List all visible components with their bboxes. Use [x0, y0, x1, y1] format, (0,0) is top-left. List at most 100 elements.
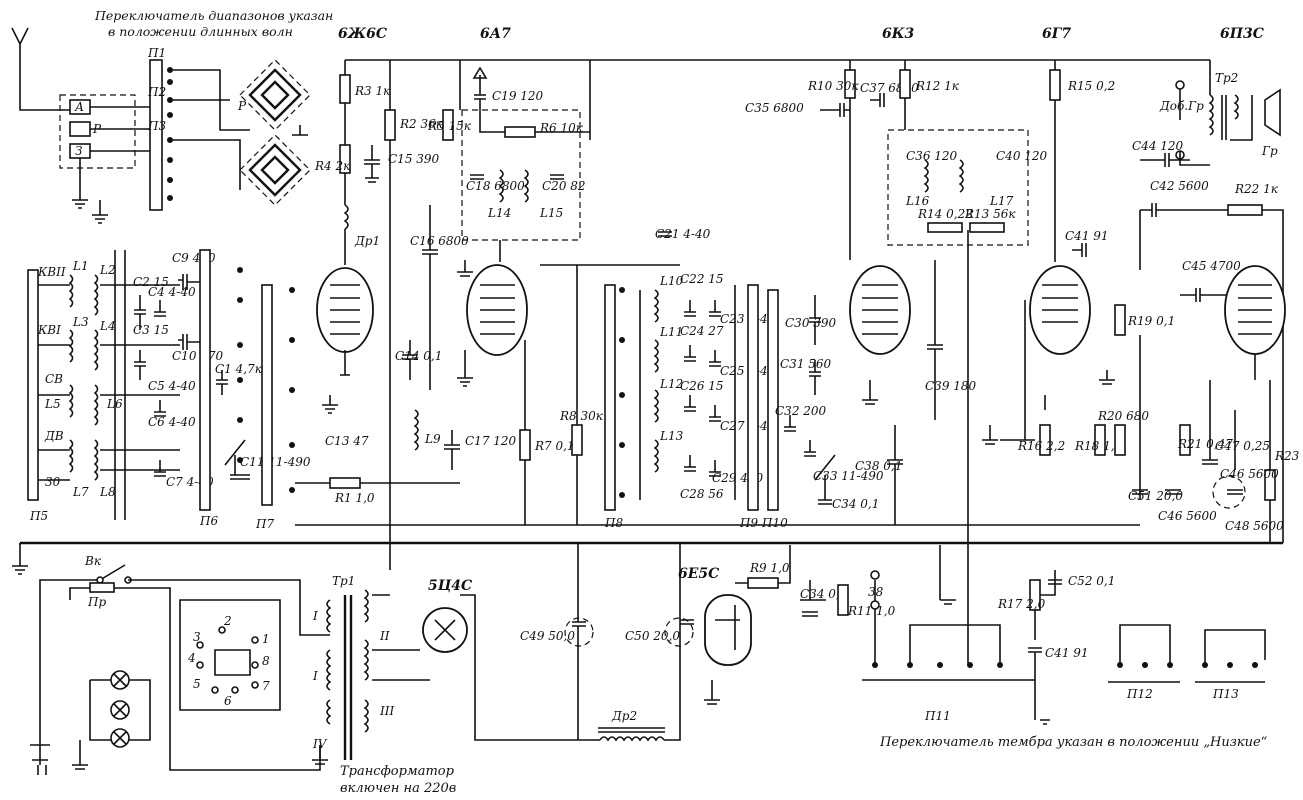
converter-6a7: C19 120 R6 10к C18 6800 L14 L15 C20 82 C… — [457, 66, 711, 525]
pin-38-label: 38 — [868, 585, 884, 599]
loop-antenna: Р — [237, 59, 311, 206]
transformer-tr1-label: Тр1 — [332, 574, 355, 588]
tr1-winding-2: II — [379, 629, 390, 643]
resistor-r7 — [519, 429, 531, 461]
cap-c35-label: C35 6800 — [745, 101, 804, 115]
cap-c39-label: C39 180 — [925, 379, 977, 393]
switch-p10-label: П10 — [761, 516, 788, 530]
resistor-r22-label: R22 1к — [1234, 182, 1279, 196]
cap-c31-label: C32 200 — [775, 404, 827, 418]
ground-bus — [12, 541, 1283, 575]
cap-c32-label: C33 11-490 — [813, 469, 884, 483]
tube-6e5s-envelope — [704, 594, 752, 666]
tr1-winding-5: IV — [312, 737, 328, 751]
resistor-r3 — [339, 74, 351, 104]
transformer-tr2-label: Тр2 — [1215, 71, 1238, 85]
cap-c18-label: C19 120 — [492, 89, 544, 103]
power-supply: Вк Пр 2 3 4 5 6 7 8 1 Тр1 — [19, 543, 694, 775]
cap-c5-label: C5 4-40 — [148, 379, 196, 393]
coil-l14-label: L14 — [487, 206, 511, 220]
switch-p7: П7 — [255, 284, 295, 531]
cap-c3-label: C3 15 — [133, 323, 169, 337]
selector-pin-4: 4 — [187, 651, 196, 665]
band-switch-p1-p3: П1 П2 П3 — [92, 46, 250, 224]
choke-dr2-label: Др2 — [611, 709, 637, 723]
cap-c10-label: C10 470 — [172, 349, 224, 363]
fuse-label: Пр — [87, 595, 106, 609]
cap-c51-label: C50 20,0 — [625, 629, 680, 643]
cap-c15-label: C16 6800 — [410, 234, 469, 248]
band-label-kv2: КВII — [37, 265, 66, 279]
cap-c17-label: C18 6800 — [466, 179, 525, 193]
cap-c38-label: C38 0,1 — [855, 459, 902, 473]
selector-pin-3: 3 — [193, 630, 201, 644]
cap-c36-label: C36 120 — [906, 149, 958, 163]
cap-c46-label: C46 5600 — [1158, 509, 1217, 523]
resistor-r12 — [899, 69, 911, 99]
resistor-r9-label: R9 1,0 — [749, 561, 790, 575]
input-trimmers: C2 15 C3 15 C4 4-40 C5 4-40 C6 4-40 C7 4… — [133, 251, 224, 489]
if-amplifier-6k3: R10 30к C35 6800 C37 6800 R12 1к C36 120… — [745, 60, 1048, 525]
coil-l17-label: L17 — [989, 194, 1014, 208]
if-filter-block: П8 L10 L11 L12 L13 C22 15 C23 4-40 C24 2… — [604, 272, 884, 530]
antenna-terminal-z: З — [75, 144, 82, 158]
rf-amplifier-6zh6s: R3 1к R4 2к Др1 R2 36к C15 390 C16 6800 … — [295, 60, 517, 570]
resistor-r18 — [1094, 424, 1106, 456]
tube-label-6zh6s: 6Ж6С — [338, 26, 387, 42]
switch-p5-label: П5 — [29, 509, 48, 523]
cap-c29-label: C30 390 — [785, 316, 837, 330]
tube-label-6g7: 6Г7 — [1042, 26, 1071, 42]
cap-c13-label: C14 0,1 — [395, 349, 442, 363]
tube-label-5ts4s: 5Ц4С — [428, 578, 472, 594]
coil-l15-label: L15 — [539, 206, 563, 220]
selector-pin-7: 7 — [262, 679, 270, 693]
transformer-note-line2: включен на 220в — [340, 781, 456, 796]
switch-p6-label: П6 — [199, 514, 218, 528]
tone-control: R17 2,0 C52 0,1 C41 91 — [997, 570, 1115, 725]
switch-p2-label: П2 — [147, 85, 166, 99]
tube-label-6e5s: 6Е5С — [678, 566, 719, 582]
coil-l11-label: L11 — [659, 325, 683, 339]
resistor-r5-label: R5 15к — [427, 119, 472, 133]
cap-c50-label: C49 50,0 — [520, 629, 575, 643]
tube-label-6p3s: 6П3С — [1220, 26, 1264, 42]
switch-p13: П13 — [1195, 629, 1266, 701]
b-plus-rail — [345, 59, 1210, 140]
band-label-kv1: КВI — [37, 323, 61, 337]
coil-l7-label: L7 — [72, 485, 89, 499]
tr1-winding-1: I — [312, 609, 318, 623]
coil-l10-label: L10 — [659, 274, 684, 288]
resistor-r18-label: R18 1,0 — [1074, 439, 1123, 453]
cap-c11-label: C11 11-490 — [240, 455, 311, 469]
cap-c4-label: C4 4-40 — [148, 285, 196, 299]
switch-p3-label: П3 — [147, 119, 166, 133]
resistor-r7-label: R7 0,1 — [534, 439, 575, 453]
switch-p11: П11 38 — [862, 230, 1035, 723]
resistor-r23-label: R23 300 — [1274, 449, 1303, 463]
resistor-r22 — [1227, 204, 1263, 216]
switch-p7-label: П7 — [255, 517, 274, 531]
coil-l12-label: L12 — [659, 377, 683, 391]
selector-pin-6: 6 — [224, 694, 232, 708]
cap-c53-label: C52 0,1 — [1068, 574, 1115, 588]
tube-label-6a7: 6А7 — [480, 26, 511, 42]
tr1-winding-4: III — [379, 704, 394, 718]
switch-p6: П6 C1 4,7к C11 11-490 — [199, 249, 311, 528]
tone-switch-note: Переключатель тембра указан в положении … — [879, 735, 1268, 750]
cap-c40-label: C40 120 — [996, 149, 1048, 163]
resistor-r8 — [571, 424, 583, 456]
resistor-r16 — [1039, 424, 1051, 456]
coil-l16-label: L16 — [905, 194, 930, 208]
cap-c43-label: C42 5600 — [1150, 179, 1209, 193]
switch-p8-label: П8 — [604, 516, 623, 530]
resistor-r11-label: R11 1,0 — [847, 604, 896, 618]
resistor-r4-label: R4 2к — [314, 159, 351, 173]
resistor-r16-label: R16 2,2 — [1017, 439, 1065, 453]
resistor-r19-label: R19 0,1 — [1127, 314, 1175, 328]
cap-c20-label: C21 4-40 — [655, 227, 711, 241]
tuning-eye-6e5s: R9 1,0 C34 0,1 R11 1,0 — [704, 545, 896, 705]
resistor-r11 — [837, 584, 849, 616]
switch-p13-label: П13 — [1212, 687, 1239, 701]
cap-c27-label: C28 56 — [680, 487, 724, 501]
